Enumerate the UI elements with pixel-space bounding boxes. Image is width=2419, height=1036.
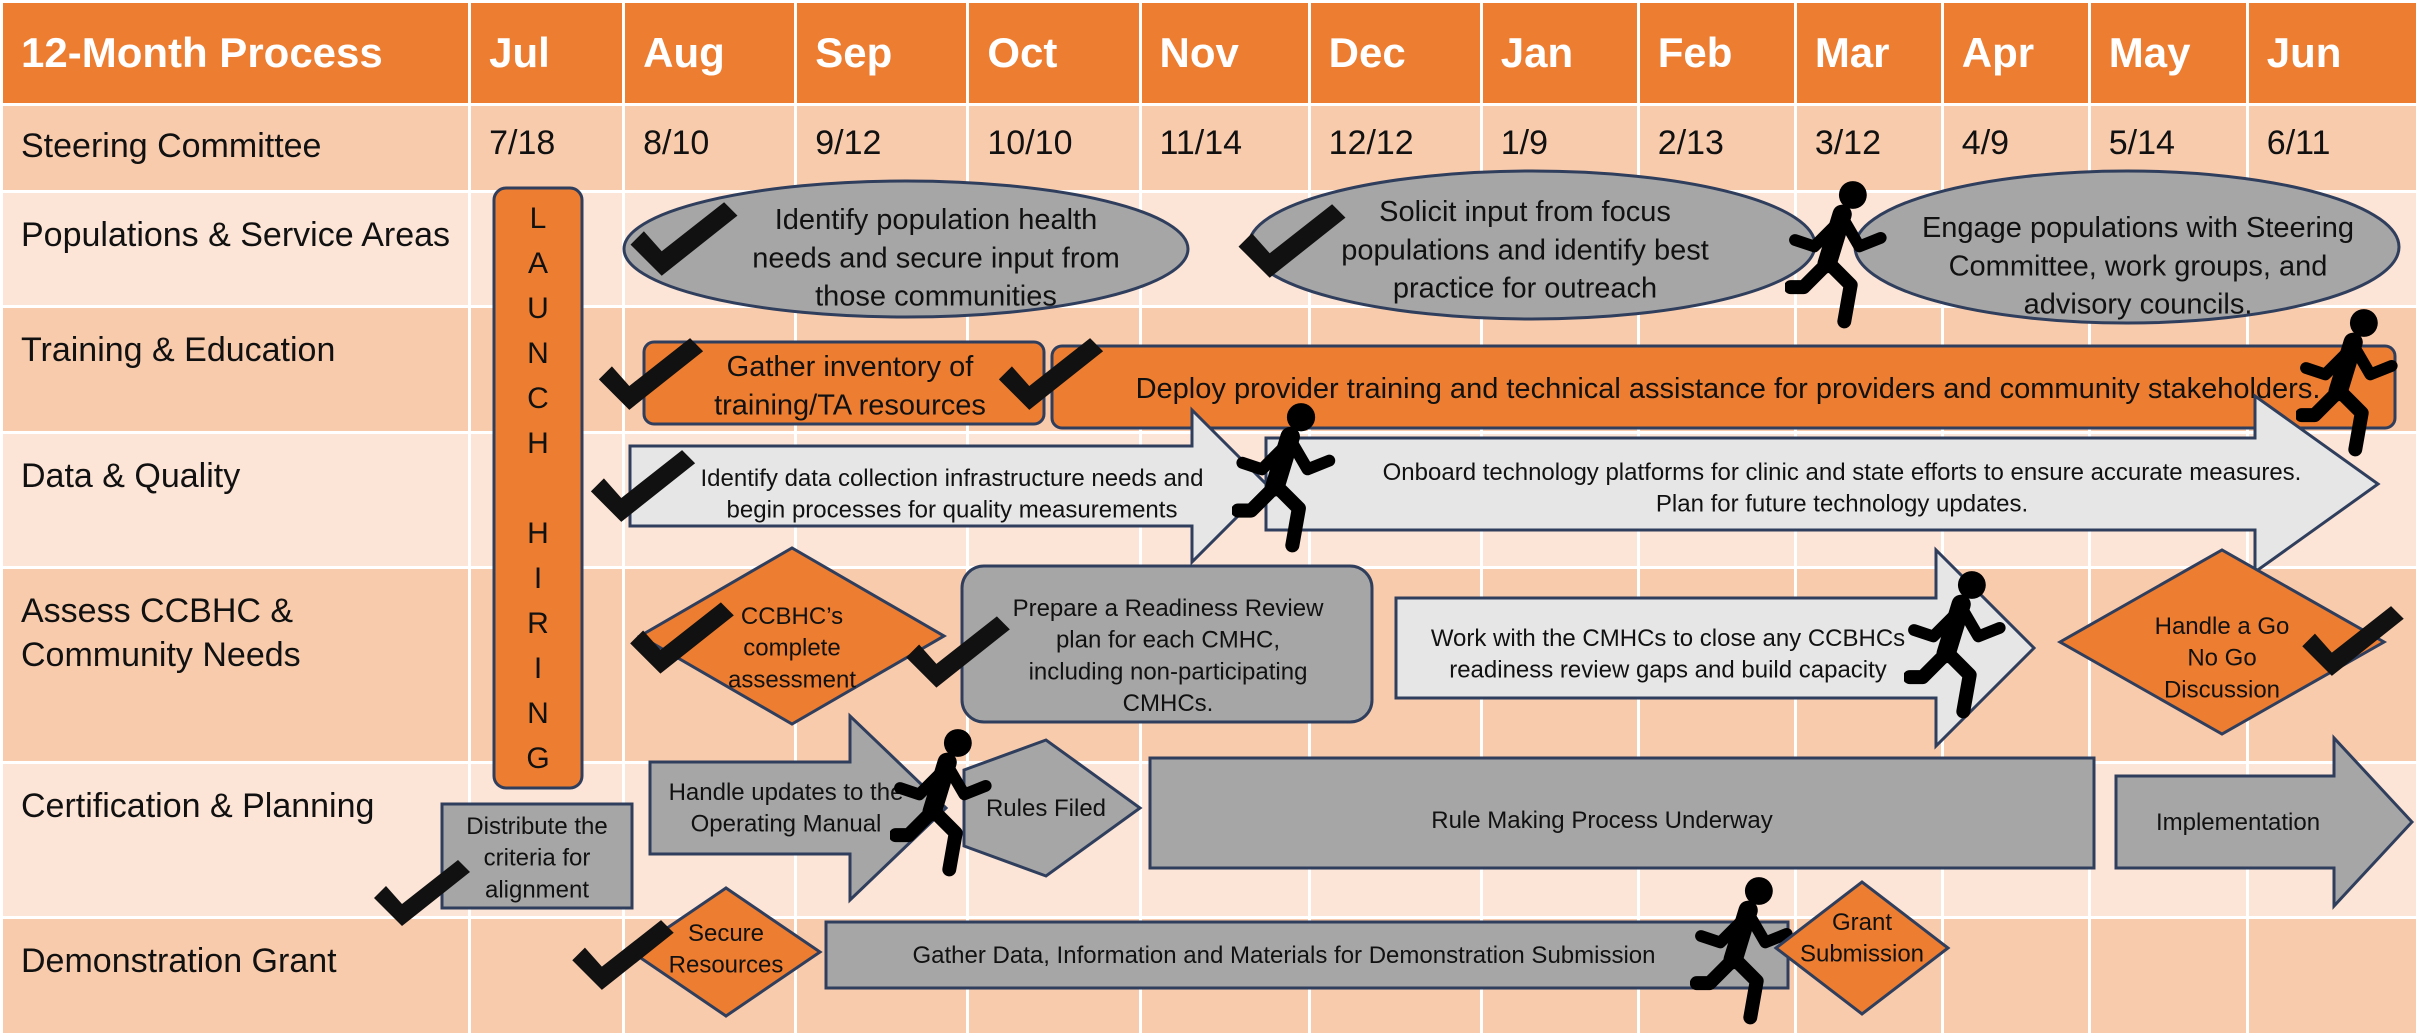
row-label: Populations & Service Areas bbox=[3, 193, 469, 305]
month-header: Nov bbox=[1141, 3, 1308, 103]
demonstration-row: Demonstration Grant bbox=[3, 919, 2416, 1033]
chart-title: 12-Month Process bbox=[3, 3, 469, 103]
assess-row: Assess CCBHC & Community Needs bbox=[3, 568, 2416, 762]
meeting-date: 6/11 bbox=[2248, 106, 2416, 191]
meeting-date: 10/10 bbox=[969, 106, 1139, 191]
month-header: Feb bbox=[1639, 3, 1794, 103]
row-label: Steering Committee bbox=[3, 106, 469, 191]
meeting-date: 11/14 bbox=[1141, 106, 1308, 191]
month-header: Apr bbox=[1943, 3, 2088, 103]
populations-row: Populations & Service Areas bbox=[3, 193, 2416, 305]
row-label: Demonstration Grant bbox=[3, 919, 469, 1033]
steering-committee-row: Steering Committee 7/18 8/10 9/12 10/10 … bbox=[3, 106, 2416, 191]
meeting-date: 5/14 bbox=[2090, 106, 2246, 191]
month-header: Jan bbox=[1482, 3, 1637, 103]
month-header: Jun bbox=[2248, 3, 2416, 103]
header-row: 12-Month Process Jul Aug Sep Oct Nov Dec… bbox=[3, 3, 2416, 103]
data-quality-row: Data & Quality bbox=[3, 434, 2416, 566]
meeting-date: 2/13 bbox=[1639, 106, 1794, 191]
row-label: Certification & Planning bbox=[3, 764, 469, 917]
month-header: Jul bbox=[471, 3, 623, 103]
meeting-date: 1/9 bbox=[1482, 106, 1637, 191]
month-header: Aug bbox=[625, 3, 795, 103]
meeting-date: 7/18 bbox=[471, 106, 623, 191]
month-header: Mar bbox=[1796, 3, 1941, 103]
certification-row: Certification & Planning bbox=[3, 764, 2416, 917]
month-header: Dec bbox=[1310, 3, 1480, 103]
meeting-date: 3/12 bbox=[1796, 106, 1941, 191]
month-header: May bbox=[2090, 3, 2246, 103]
month-header: Sep bbox=[797, 3, 967, 103]
month-header: Oct bbox=[969, 3, 1139, 103]
row-label: Training & Education bbox=[3, 307, 469, 432]
row-label: Assess CCBHC & Community Needs bbox=[3, 568, 469, 762]
meeting-date: 9/12 bbox=[797, 106, 967, 191]
meeting-date: 8/10 bbox=[625, 106, 795, 191]
meeting-date: 12/12 bbox=[1310, 106, 1480, 191]
training-row: Training & Education bbox=[3, 307, 2416, 432]
row-label: Data & Quality bbox=[3, 434, 469, 566]
meeting-date: 4/9 bbox=[1943, 106, 2088, 191]
